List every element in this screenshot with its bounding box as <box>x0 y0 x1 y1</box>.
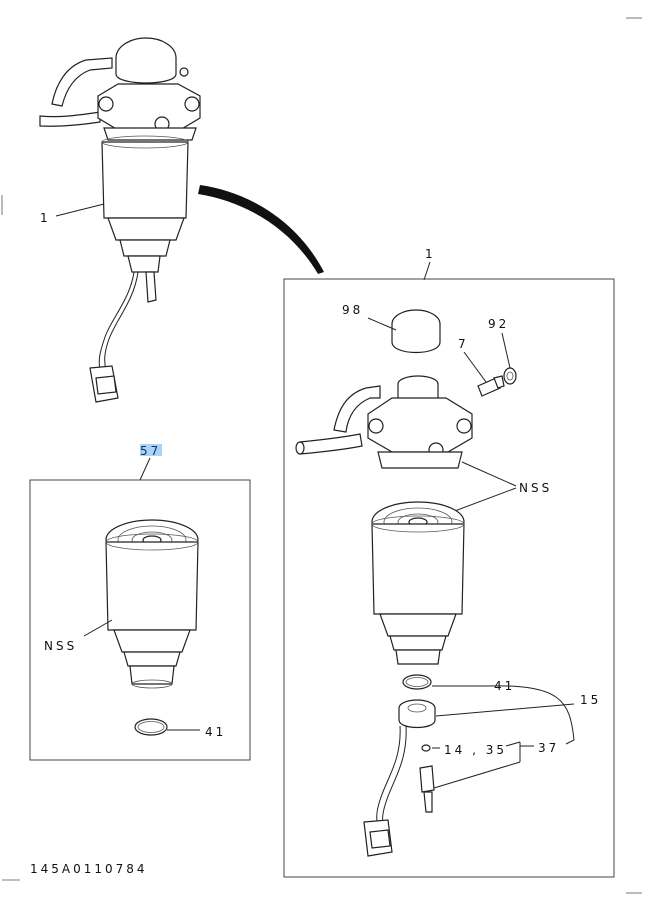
detail-box <box>283 278 615 878</box>
crop-marks <box>1 17 642 894</box>
callout-kit[interactable]: 57 <box>140 444 161 458</box>
cap <box>391 309 441 353</box>
callout-sensor-parts[interactable]: 14 , 35 <box>444 743 507 757</box>
sensor-ring <box>398 699 436 729</box>
leader-group-a <box>505 741 521 747</box>
detail-arrow <box>198 185 324 274</box>
callout-sensor-ring[interactable]: 15 <box>580 693 601 707</box>
connector <box>363 819 393 857</box>
wire <box>376 725 401 827</box>
callout-sensor-group[interactable]: 37 <box>538 741 559 755</box>
leader-plug <box>501 332 511 369</box>
leader-bracket-37 <box>485 685 575 745</box>
leader-assembly-top <box>55 203 105 217</box>
filter-cartridge-detail <box>371 501 465 665</box>
plug <box>503 367 517 385</box>
leader-nss-assy-1 <box>461 461 517 487</box>
leader-fitting <box>463 351 487 383</box>
leader-kit <box>139 457 151 481</box>
bleed-fitting <box>477 375 505 397</box>
sensor-plug <box>419 765 435 813</box>
drawing-number: 145A0110784 <box>30 862 148 876</box>
callout-o-ring-kit[interactable]: 41 <box>205 725 226 739</box>
callout-nss-kit[interactable]: NSS <box>44 639 77 653</box>
leader-sensor-ring <box>435 703 575 717</box>
filter-cartridge <box>105 519 199 689</box>
kit-box <box>29 479 251 761</box>
kit-highlight <box>140 444 162 456</box>
callout-nss-assy[interactable]: NSS <box>519 481 552 495</box>
wire-2 <box>382 725 407 827</box>
filter-assembly-overview <box>39 37 201 403</box>
leader-assembly-box <box>423 261 431 281</box>
callout-assembly-box[interactable]: 1 <box>425 247 436 261</box>
filter-head <box>295 375 473 469</box>
callout-cap[interactable]: 98 <box>342 303 363 317</box>
washer <box>421 744 431 752</box>
leader-sensor-plug <box>433 761 521 789</box>
callout-plug[interactable]: 92 <box>488 317 509 331</box>
leader-nss-kit <box>83 619 113 637</box>
callout-fitting[interactable]: 7 <box>458 337 469 351</box>
callout-assembly-top: 1 <box>40 211 51 225</box>
leader-nss-assy-2 <box>451 487 517 513</box>
leader-cap <box>367 317 397 331</box>
